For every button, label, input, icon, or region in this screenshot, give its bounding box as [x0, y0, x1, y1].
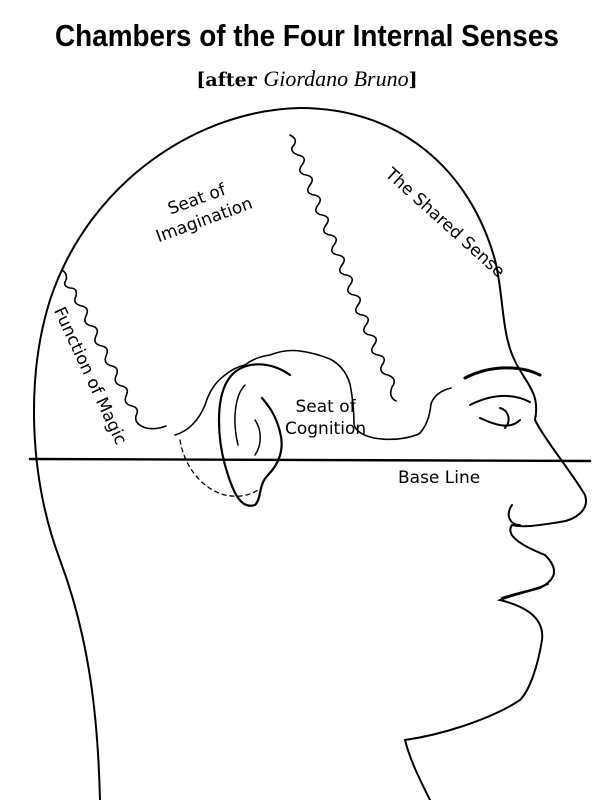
diagram-title: Chambers of the Four Internal Senses — [55, 18, 559, 53]
divider-cognition — [174, 349, 452, 441]
subtitle-author: Giordano Bruno — [263, 66, 409, 91]
ear-dashed-line — [179, 439, 259, 497]
ear-inner — [234, 384, 261, 456]
base-line — [28, 457, 592, 463]
eyebrow — [463, 366, 542, 380]
subtitle-suffix: ] — [408, 69, 418, 91]
head-outline — [33, 106, 587, 800]
mouth — [501, 583, 549, 599]
subtitle-prefix: [after — [196, 69, 264, 91]
divider-imagination-shared — [289, 134, 397, 402]
ear — [217, 363, 292, 507]
nostril — [507, 504, 521, 526]
label-base-line: Base Line — [398, 468, 481, 488]
label-cognition-line2: Cognition — [285, 419, 367, 439]
label-cognition-line1: Seat of — [295, 397, 356, 417]
title-container: Chambers of the Four Internal Senses — [0, 16, 614, 56]
divider-magic-imagination — [61, 269, 167, 430]
eye — [469, 394, 531, 429]
diagram-subtitle: [after Giordano Bruno] — [0, 66, 614, 93]
